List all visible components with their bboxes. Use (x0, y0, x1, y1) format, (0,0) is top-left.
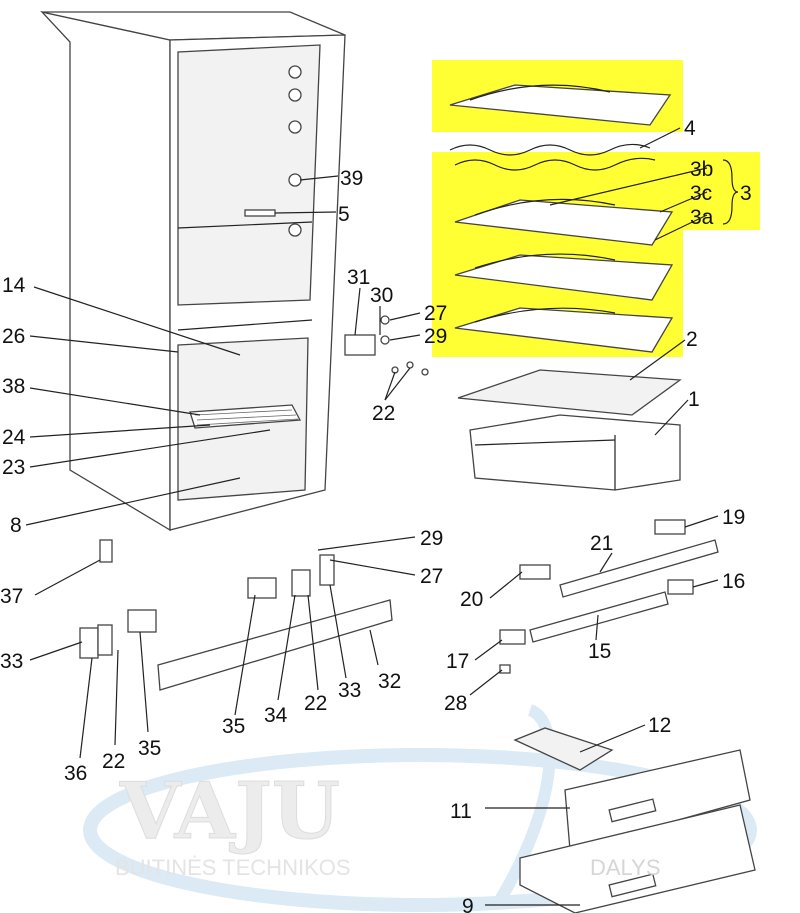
adjustable-foot (99, 539, 113, 563)
label-37: 37 (0, 585, 23, 608)
label-20: 20 (460, 588, 483, 611)
label-24: 24 (2, 426, 26, 449)
watermark-subtitle-tail: DALYS (590, 855, 661, 880)
hinge-parts (344, 315, 429, 376)
label-27: 27 (424, 302, 447, 325)
label-22c: 22 (102, 750, 125, 773)
watermark-brand: VAJU (119, 766, 340, 857)
label-3: 3 (740, 182, 752, 205)
label-3c: 3c (690, 182, 712, 205)
label-29b: 29 (420, 527, 443, 550)
label-28: 28 (444, 692, 467, 715)
rail-15 (529, 591, 669, 643)
glass-shelf-top (449, 84, 672, 126)
label-26: 26 (2, 325, 25, 348)
freezer-drawers (519, 749, 756, 913)
label-29: 29 (424, 325, 447, 348)
label-23: 23 (2, 456, 25, 479)
label-15: 15 (588, 640, 611, 663)
crisper-drawers (469, 414, 681, 491)
label-35: 35 (222, 715, 245, 738)
label-33b: 33 (338, 679, 361, 702)
label-32: 32 (378, 670, 401, 693)
label-36: 36 (64, 762, 87, 785)
label-16: 16 (722, 570, 745, 593)
label-3b: 3b (690, 158, 713, 181)
watermark-subtitle: BUITINĖS TECHNIKOS (115, 855, 351, 880)
label-1: 1 (688, 388, 700, 411)
label-2: 2 (686, 328, 698, 351)
label-33: 33 (0, 650, 23, 673)
label-30: 30 (370, 284, 393, 307)
label-12: 12 (648, 714, 671, 737)
label-31: 31 (347, 266, 370, 289)
label-35b: 35 (138, 737, 161, 760)
label-4: 4 (684, 117, 696, 140)
label-19: 19 (722, 506, 745, 529)
label-9: 9 (462, 895, 474, 913)
rail-21 (559, 539, 719, 598)
label-5: 5 (338, 203, 350, 226)
label-14: 14 (2, 274, 26, 297)
label-38: 38 (2, 375, 25, 398)
label-17: 17 (446, 650, 469, 673)
leader-lines (25, 127, 739, 906)
ice-tray (513, 727, 614, 771)
label-34: 34 (264, 704, 288, 727)
label-22b: 22 (304, 692, 327, 715)
label-22: 22 (372, 402, 395, 425)
label-3a: 3a (690, 206, 714, 229)
door-rail (157, 599, 393, 691)
crisper-cover (457, 369, 682, 416)
fridge-cabinet (40, 10, 346, 532)
wine-rack (449, 143, 656, 171)
label-27b: 27 (420, 565, 443, 588)
glass-shelves (454, 198, 674, 353)
watermark-logo: VAJU BUITINĖS TECHNIKOS (83, 704, 757, 912)
label-39: 39 (340, 167, 363, 190)
label-8: 8 (10, 514, 22, 537)
label-21: 21 (590, 532, 613, 555)
label-11: 11 (450, 800, 472, 823)
